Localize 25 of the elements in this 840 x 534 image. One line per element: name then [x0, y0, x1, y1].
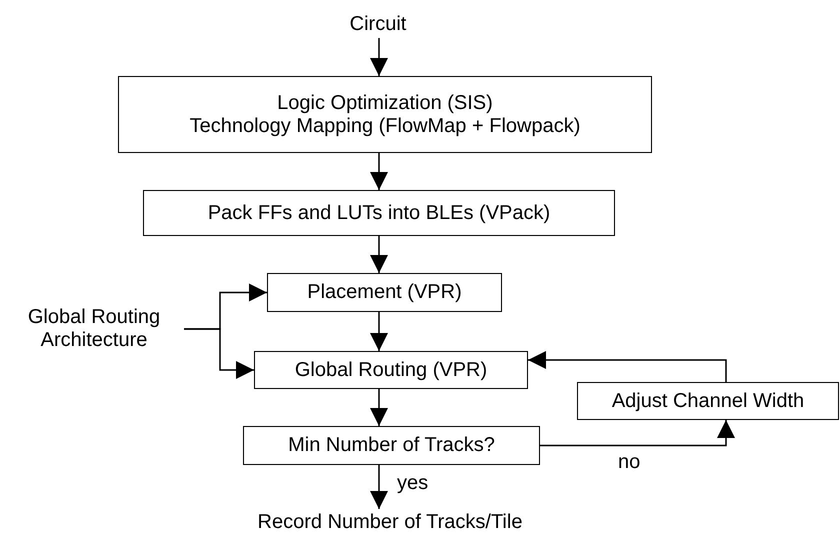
arrow	[370, 236, 388, 273]
process-box	[254, 351, 528, 389]
arrow	[184, 328, 254, 379]
process-box	[143, 190, 615, 236]
flow-text: Global Routing Architecture	[4, 302, 184, 356]
arrow	[540, 420, 735, 446]
step-text: Pack FFs and LUTs into BLEs (VPack)	[208, 202, 550, 224]
step-text: Technology Mapping (FlowMap + Flowpack)	[190, 114, 580, 138]
step-text: Placement (VPR)	[307, 281, 462, 304]
flow-text: Record Number of Tracks/Tile	[240, 509, 540, 534]
arrow	[370, 153, 388, 190]
step-text: Min Number of Tracks?	[288, 434, 495, 457]
flow-text: Circuit	[318, 10, 438, 38]
arrow	[528, 351, 727, 382]
process-box	[577, 382, 839, 420]
arrow	[370, 312, 388, 351]
arrow	[370, 389, 388, 426]
step-text: Adjust Channel Width	[612, 390, 804, 412]
step-text: Logic Optimization (SIS)	[277, 92, 493, 114]
arrow	[370, 38, 388, 76]
process-box	[118, 76, 652, 153]
process-box	[243, 426, 540, 465]
process-box	[267, 273, 502, 312]
arrow	[370, 465, 388, 509]
step-text: Global Routing (VPR)	[294, 358, 488, 382]
